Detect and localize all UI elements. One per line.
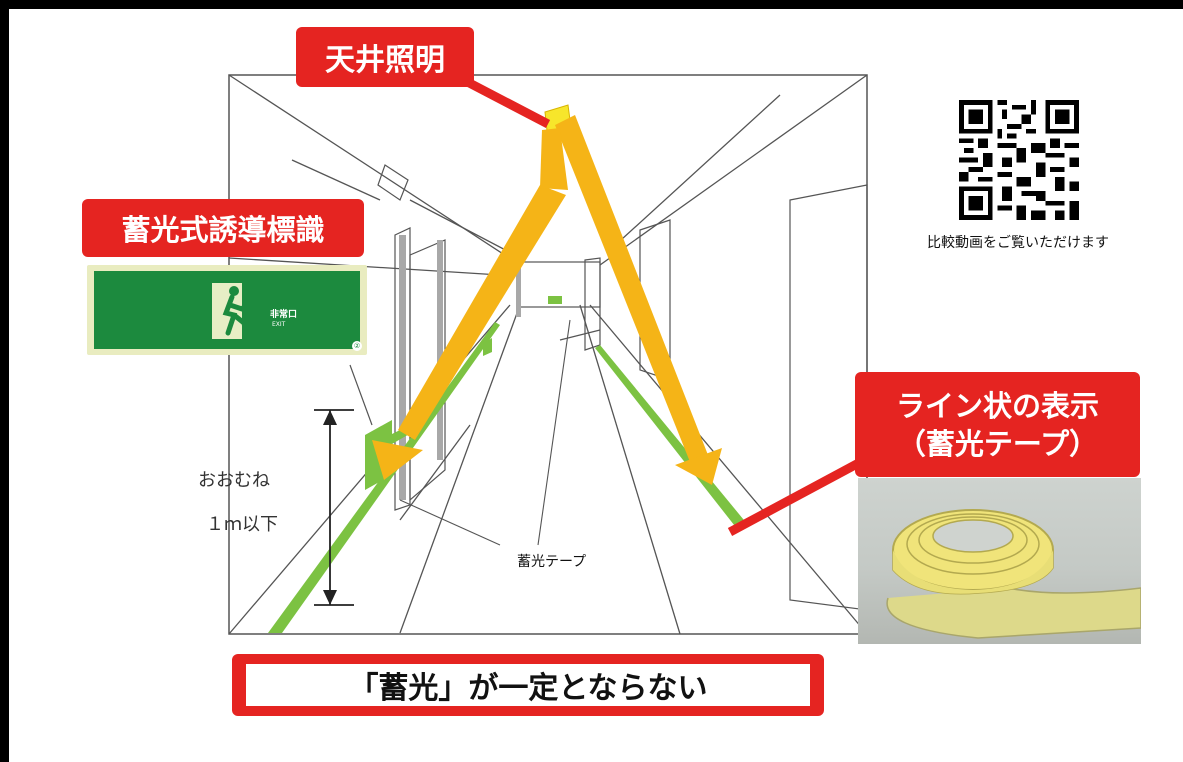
tape-roll-illustration: [886, 509, 1141, 639]
exit-sign: 非常口 EXIT ②: [87, 265, 367, 355]
phosphor-sign-label: 蓄光式誘導標識: [82, 199, 364, 257]
top-border: [0, 0, 1183, 9]
height-note-line1: おおむね: [198, 470, 270, 491]
far-sign: [548, 296, 562, 304]
line-display-text-1: ライン状の表示: [895, 388, 1099, 423]
height-note-line2: １ｍ以下: [206, 514, 278, 535]
pillar-left: [399, 235, 406, 500]
tape-label-connector: [727, 454, 871, 536]
exit-mark: ②: [352, 341, 362, 351]
phosphor-sign-text: 蓄光式誘導標識: [121, 213, 325, 247]
ceiling-light-label: 天井照明: [296, 27, 474, 87]
qr-caption: 比較動画をご覧いただけます: [927, 235, 1109, 251]
pillar-mid: [437, 240, 443, 460]
leader-line: [349, 364, 373, 426]
tape-callout-label: 蓄光テープ: [517, 554, 587, 570]
ceiling-light-text: 天井照明: [325, 43, 445, 78]
pillar-back: [516, 262, 521, 317]
bottom-message: 「蓄光」が一定とならない: [246, 664, 810, 706]
left-border: [0, 0, 9, 762]
exit-english-text: EXIT: [272, 321, 286, 328]
tape-callout-leaders: [399, 319, 571, 546]
line-display-label: ライン状の表示 （蓄光テープ）: [855, 372, 1140, 477]
phosphor-tape-photo: [858, 478, 1141, 644]
exit-japanese-text: 非常口: [270, 310, 298, 320]
qr-code-icon[interactable]: [957, 100, 1081, 220]
light-arrows: [372, 115, 722, 485]
height-dimension: [314, 409, 354, 606]
exit-sign-panel: 非常口 EXIT ②: [94, 271, 362, 351]
running-man-icon: [222, 286, 251, 336]
line-display-text-2: （蓄光テープ）: [896, 426, 1099, 461]
bottom-message-banner: 「蓄光」が一定とならない: [232, 654, 824, 716]
